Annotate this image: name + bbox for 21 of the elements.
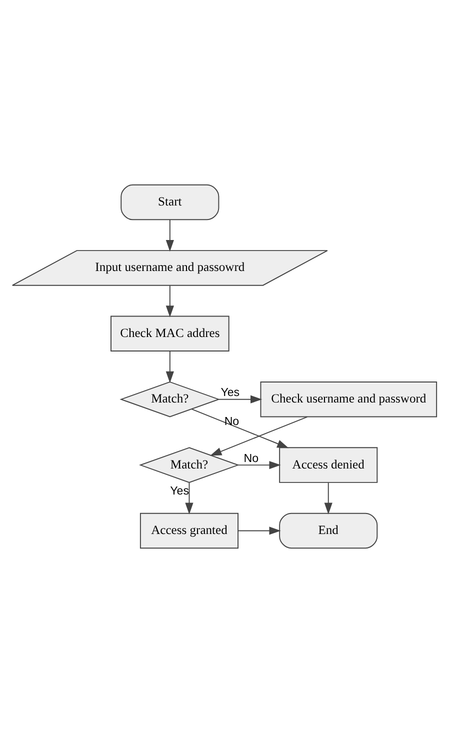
arrow bbox=[185, 482, 194, 514]
edge-label: Yes bbox=[220, 387, 240, 400]
node-box: Check MAC addres bbox=[110, 316, 230, 352]
arrow bbox=[238, 526, 281, 535]
arrow bbox=[324, 482, 332, 514]
edge-label: No bbox=[224, 416, 240, 428]
node-diamond: Match? bbox=[120, 381, 220, 418]
node-box: Access denied bbox=[279, 447, 378, 483]
arrow bbox=[166, 220, 174, 252]
node-box: End bbox=[279, 512, 378, 549]
node-box: Start bbox=[120, 184, 220, 220]
arrow bbox=[218, 395, 262, 404]
arrow bbox=[238, 460, 281, 470]
node-box: Check username and password bbox=[260, 381, 438, 418]
arrow bbox=[166, 285, 174, 318]
edge-label: Yes bbox=[170, 485, 190, 498]
node-box: Access granted bbox=[140, 512, 238, 549]
arrow bbox=[166, 350, 174, 383]
edge-label: No bbox=[244, 452, 259, 465]
arrow bbox=[191, 408, 289, 448]
arrow bbox=[210, 416, 308, 456]
